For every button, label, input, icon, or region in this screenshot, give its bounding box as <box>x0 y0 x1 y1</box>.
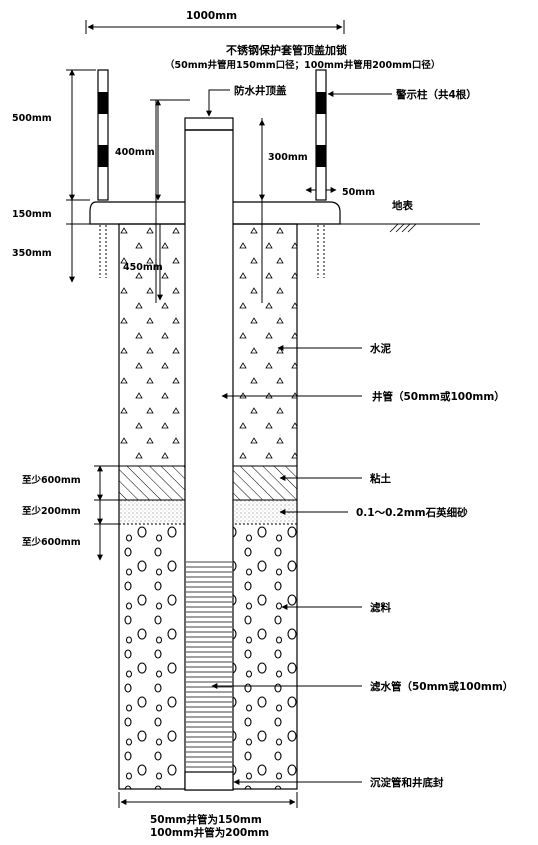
sump-pipe <box>184 771 234 791</box>
title-line-1: 不锈钢保护套管顶盖加锁 <box>226 43 347 57</box>
cap-leader <box>206 89 230 117</box>
top-width-dimension <box>85 20 345 34</box>
dim-450-label: 450mm <box>123 262 163 273</box>
dim-500 <box>66 69 96 201</box>
cap-label: 防水井顶盖 <box>234 84 287 97</box>
dim-500-label: 500mm <box>12 113 52 124</box>
clay-min-label: 至少600mm <box>22 474 81 486</box>
cement-label: 水泥 <box>369 342 391 355</box>
title-line-2: （50mm井管用150mm口径；100mm井管用200mm口径） <box>165 59 440 71</box>
dim-400-label: 400mm <box>115 147 155 158</box>
well-pipe <box>184 117 234 791</box>
dim-350-label: 350mm <box>12 248 52 259</box>
sump-label: 沉淀管和井底封 <box>370 776 444 789</box>
dim-300-label: 300mm <box>268 152 308 163</box>
ground-label: 地表 <box>392 199 413 212</box>
screen-label: 滤水管（50mm或100mm） <box>370 680 513 693</box>
bottom-line-1: 50mm井管为150mm <box>150 813 262 826</box>
width-label: 1000mm <box>186 10 237 22</box>
dim-150-label: 150mm <box>12 209 52 220</box>
well-pipe-label: 井管（50mm或100mm） <box>372 390 505 403</box>
filter-min-label: 至少600mm <box>22 536 81 548</box>
dim-400 <box>150 99 190 201</box>
warning-post-left <box>97 69 109 278</box>
dim-150 <box>66 199 90 224</box>
post-width-label: 50mm <box>342 187 375 198</box>
warning-post-right <box>315 69 327 278</box>
clay-label: 粘土 <box>370 472 391 485</box>
screen-pipe <box>186 561 232 768</box>
posts-label: 警示柱（共4根） <box>395 88 477 101</box>
bottom-line-2: 100mm井管为200mm <box>150 826 269 839</box>
dim-350 <box>66 223 90 283</box>
layer-dimensions <box>94 465 119 561</box>
bottom-width-dimension <box>118 792 298 808</box>
filter-label: 滤料 <box>370 601 391 614</box>
sand-min-label: 至少200mm <box>22 505 81 517</box>
ground-hatch-icon <box>389 223 417 233</box>
sand-label: 0.1～0.2mm石英细砂 <box>356 506 468 519</box>
